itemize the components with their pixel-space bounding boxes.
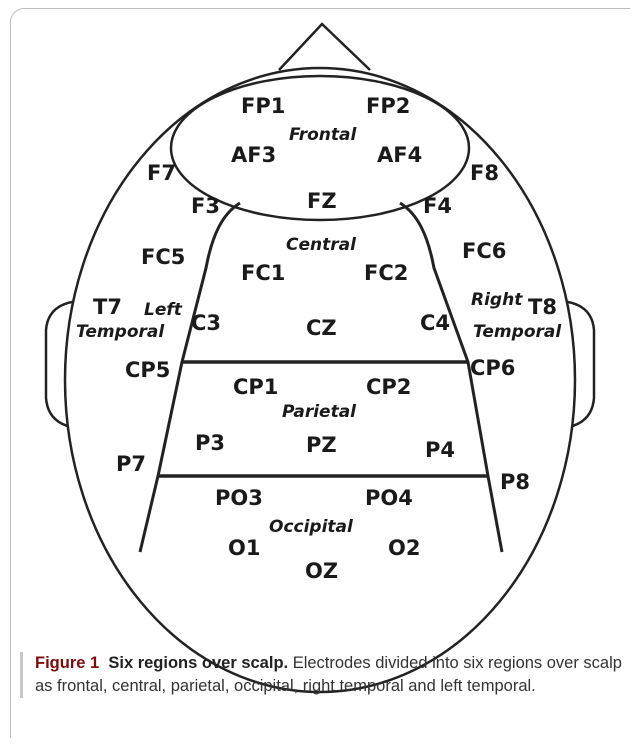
electrode-cp1: CP1 [233,375,278,399]
region-label-occipital: Occipital [269,517,354,537]
electrode-pz: PZ [306,433,337,457]
left-temporal-boundary [138,201,241,553]
figure-description: Electrodes divided into six regions over… [35,654,622,695]
electrode-p7: P7 [116,452,146,476]
frontal-region-outline [169,74,471,222]
electrode-f7: F7 [147,161,176,185]
electrode-fz: FZ [307,189,337,213]
electrode-po3: PO3 [215,486,263,510]
electrode-cp2: CP2 [366,375,411,399]
electrode-fc1: FC1 [241,261,285,285]
electrode-fc5: FC5 [141,245,185,269]
electrode-cp6: CP6 [470,356,515,380]
figure-frame [10,8,630,738]
region-label-left: Left [144,300,183,320]
region-label-right: Right [471,290,523,310]
electrode-af4: AF4 [377,143,422,167]
electrode-p8: P8 [500,470,530,494]
electrode-c3: C3 [191,311,221,335]
nose-shape [278,22,371,71]
electrode-t8: T8 [528,295,557,319]
electrode-fc2: FC2 [364,261,408,285]
figure-caption: Figure 1 Six regions over scalp. Electro… [20,652,631,698]
electrode-o1: O1 [228,536,260,560]
electrode-fp1: FP1 [241,94,285,118]
electrode-af3: AF3 [231,143,276,167]
electrode-p3: P3 [195,431,225,455]
electrode-oz: OZ [305,559,338,583]
electrode-cp5: CP5 [125,358,170,382]
electrode-o2: O2 [388,536,420,560]
electrode-f8: F8 [470,161,499,185]
electrode-fp2: FP2 [366,94,410,118]
electrode-cz: CZ [306,316,337,340]
head-outline [63,66,577,694]
electrode-p4: P4 [425,438,455,462]
right-temporal-boundary [399,201,504,553]
electrode-f3: F3 [191,194,220,218]
region-label-right-temporal: Temporal [473,322,562,342]
electrode-c4: C4 [420,311,450,335]
region-label-left-temporal: Temporal [76,322,165,342]
region-label-frontal: Frontal [289,125,358,145]
electrode-t7: T7 [93,295,122,319]
figure-number: Figure 1 [35,654,100,672]
electrode-f4: F4 [423,194,452,218]
electrode-po4: PO4 [365,486,413,510]
figure-title: Six regions over scalp. [108,654,289,672]
region-label-parietal: Parietal [282,402,357,422]
region-label-central: Central [286,235,357,255]
electrode-fc6: FC6 [462,239,506,263]
